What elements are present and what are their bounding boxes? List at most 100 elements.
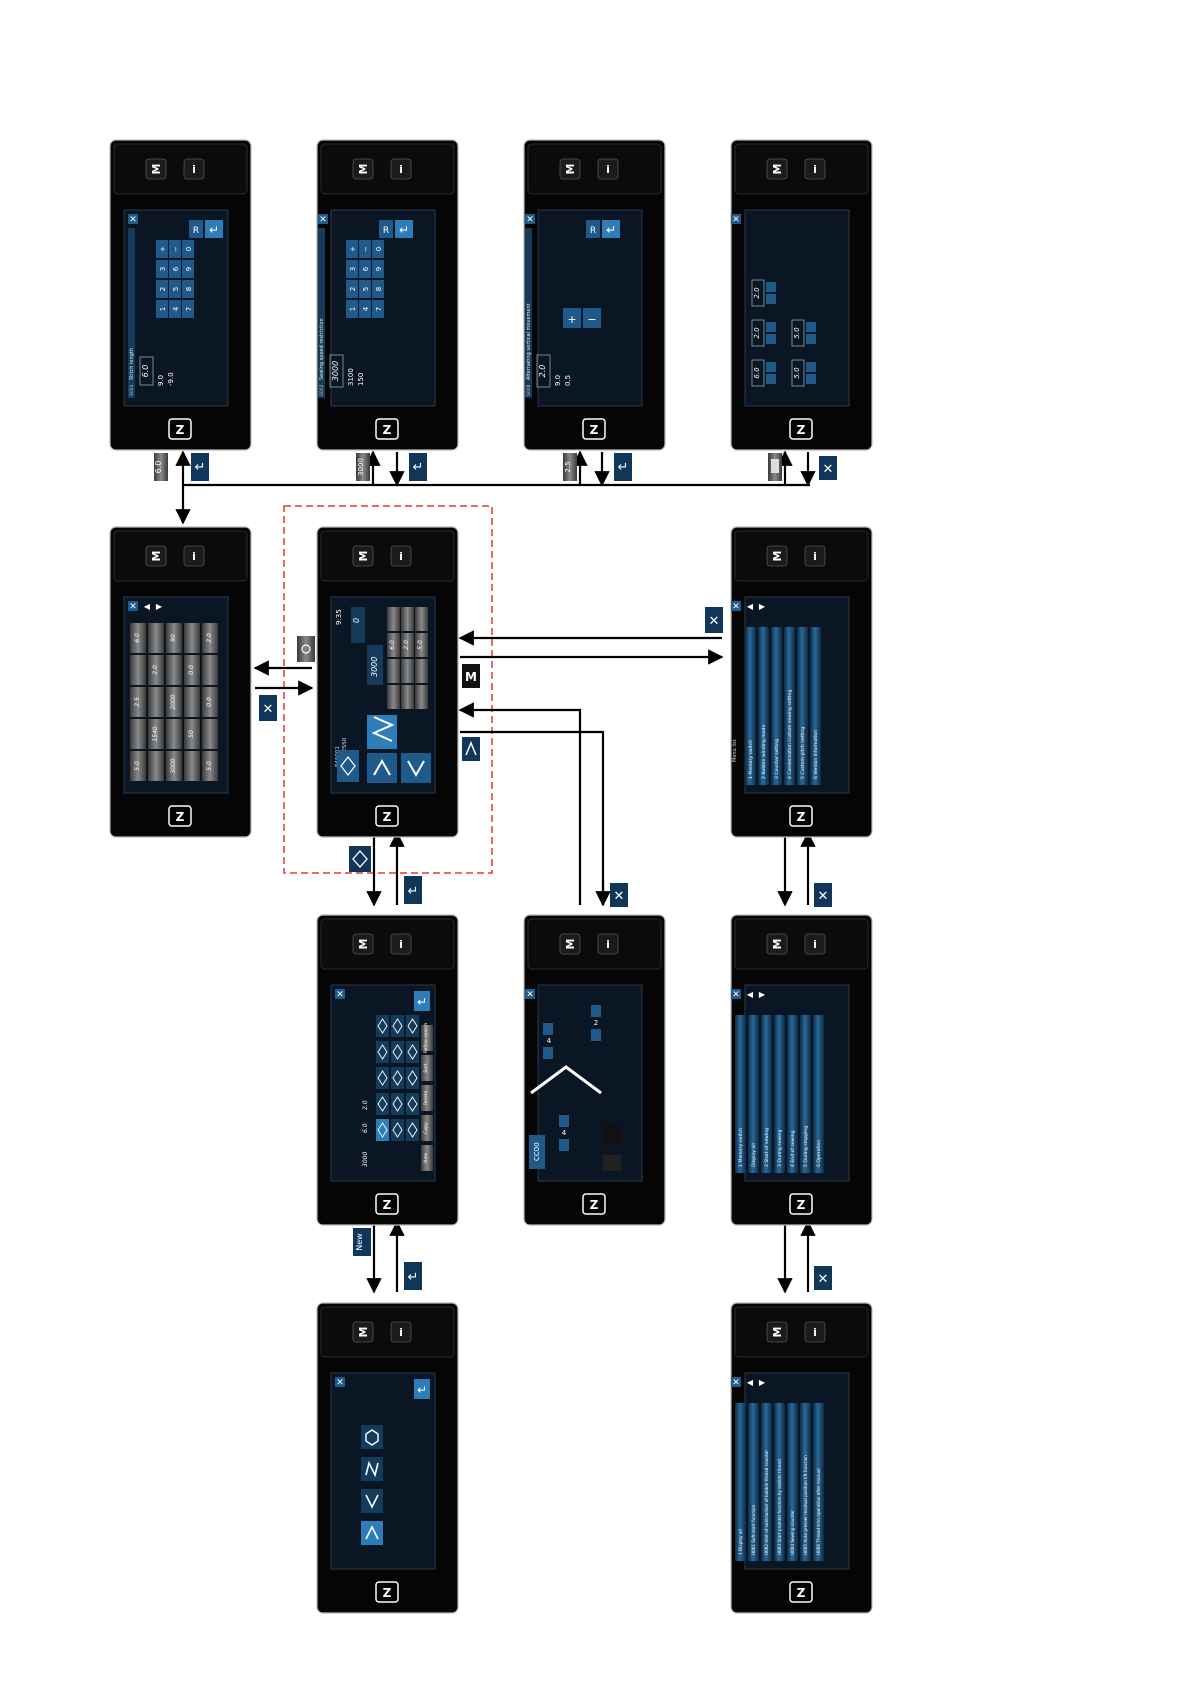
tension-cell[interactable]: 5.0 — [791, 319, 816, 347]
display-item[interactable]: U006 Thread trim operation after manual — [813, 1403, 824, 1561]
keypad-key[interactable]: 3 — [346, 260, 358, 278]
close-button[interactable] — [318, 214, 328, 224]
main-function-button[interactable] — [387, 659, 400, 683]
close-button[interactable] — [525, 989, 535, 999]
shortcut-button[interactable] — [148, 623, 164, 653]
shortcut-button[interactable] — [166, 655, 182, 685]
display-item[interactable]: U003 Start prohibit function by bobbin t… — [774, 1403, 785, 1561]
enter-button[interactable] — [395, 220, 413, 238]
plus-button[interactable] — [563, 308, 581, 328]
keypad-key[interactable]: 1 — [346, 300, 358, 318]
pattern-action-button[interactable]: Delete — [421, 1085, 433, 1111]
plus-button[interactable] — [806, 374, 816, 384]
shortcut-button[interactable]: 5.0 — [130, 751, 146, 781]
menu-item[interactable]: 3 Counter setting — [771, 627, 782, 785]
shortcut-button[interactable]: 0.0 — [184, 655, 200, 685]
shortcut-button[interactable]: 3000 — [166, 751, 182, 781]
keypad-key[interactable]: 4 — [359, 300, 371, 318]
m-key[interactable]: M — [145, 158, 167, 180]
keypad-key[interactable]: 6 — [359, 260, 371, 278]
close-button[interactable] — [731, 601, 741, 611]
main-function-button[interactable]: 5.0 — [415, 633, 428, 657]
info-key[interactable]: i — [804, 158, 826, 180]
m-key[interactable]: M — [352, 158, 374, 180]
info-key[interactable]: i — [597, 158, 619, 180]
pattern-slot[interactable] — [391, 1067, 404, 1089]
main-function-button[interactable] — [387, 607, 400, 631]
minus-button[interactable] — [766, 362, 776, 372]
close-button[interactable] — [731, 1377, 741, 1387]
minus-button[interactable] — [806, 362, 816, 372]
keypad-key[interactable]: 0 — [372, 240, 384, 258]
keypad-key[interactable]: 6 — [169, 260, 181, 278]
zoom-button[interactable] — [603, 1155, 621, 1171]
menu-item[interactable]: 4 Condensation custom sewing setting — [784, 627, 795, 785]
reset-button[interactable] — [379, 220, 393, 238]
shortcut-button[interactable] — [202, 655, 218, 685]
keypad-key[interactable]: 8 — [372, 280, 384, 298]
tension-cell[interactable]: 5.0 — [791, 359, 816, 387]
shortcut-button[interactable] — [148, 687, 164, 717]
info-key[interactable]: i — [597, 933, 619, 955]
shortcut-button[interactable]: 5.0 — [202, 751, 218, 781]
pattern-slot[interactable] — [391, 1015, 404, 1037]
main-function-button[interactable] — [401, 685, 414, 709]
pattern-slot[interactable] — [406, 1015, 419, 1037]
minus-button[interactable] — [583, 308, 601, 328]
keypad-key[interactable]: 1 — [156, 300, 168, 318]
pattern-slot[interactable] — [376, 1119, 389, 1141]
enter-button[interactable] — [414, 991, 430, 1011]
speed-readout[interactable]: 3000 — [367, 645, 383, 685]
display-item[interactable]: U001 Soft-start function — [748, 1403, 759, 1561]
shortcut-button[interactable]: 0.0 — [202, 687, 218, 717]
close-button[interactable] — [335, 989, 345, 999]
shortcut-button[interactable]: 6.0 — [130, 623, 146, 653]
pattern-slot[interactable] — [376, 1015, 389, 1037]
pattern-action-button[interactable]: New — [421, 1145, 433, 1171]
shortcut-button[interactable] — [184, 623, 200, 653]
close-button[interactable] — [731, 989, 741, 999]
m-key[interactable]: M — [766, 1321, 788, 1343]
shortcut-button[interactable]: 2.5 — [130, 687, 146, 717]
menu-item[interactable]: 2 Bobbin winding mode — [758, 627, 769, 785]
close-button[interactable] — [335, 1377, 345, 1387]
main-function-button[interactable] — [387, 685, 400, 709]
keypad-key[interactable]: 7 — [182, 300, 194, 318]
shortcut-button[interactable]: 50 — [184, 719, 200, 749]
keypad-key[interactable]: 5 — [359, 280, 371, 298]
keypad-key[interactable]: 2 — [156, 280, 168, 298]
keypad-key[interactable]: 7 — [372, 300, 384, 318]
shortcut-button[interactable] — [130, 719, 146, 749]
close-button[interactable] — [525, 214, 535, 224]
pattern-slot[interactable] — [406, 1119, 419, 1141]
tension-cell[interactable]: 6.0 — [751, 359, 776, 387]
pattern-type-2[interactable] — [361, 1489, 383, 1513]
m-key[interactable]: M — [352, 1321, 374, 1343]
shortcut-button[interactable] — [166, 719, 182, 749]
info-key[interactable]: i — [390, 933, 412, 955]
reset-button[interactable] — [189, 220, 203, 238]
memory-item[interactable]: 6 Operation — [813, 1015, 824, 1173]
m-key[interactable]: M — [559, 158, 581, 180]
main-function-button[interactable]: 2.0 — [401, 633, 414, 657]
keypad-key[interactable]: − — [169, 240, 181, 258]
pattern-type-1[interactable] — [361, 1521, 383, 1545]
m-key[interactable]: M — [766, 545, 788, 567]
minus-button[interactable] — [766, 282, 776, 292]
pattern-slot[interactable] — [391, 1119, 404, 1141]
keypad-key[interactable]: 9 — [372, 260, 384, 278]
keypad-key[interactable]: + — [156, 240, 168, 258]
keypad-key[interactable]: 4 — [169, 300, 181, 318]
up-c[interactable] — [591, 1005, 601, 1017]
pattern-action-button[interactable]: Copy — [421, 1115, 433, 1141]
shortcut-button[interactable]: 90 — [166, 623, 182, 653]
minus-button[interactable] — [806, 322, 816, 332]
shortcut-button[interactable]: 2.0 — [202, 623, 218, 653]
pattern-slot[interactable] — [376, 1067, 389, 1089]
pattern-slot[interactable] — [406, 1041, 419, 1063]
m-key[interactable]: M — [352, 545, 374, 567]
pattern-select-button[interactable] — [337, 750, 359, 782]
main-function-button[interactable] — [401, 659, 414, 683]
minus-button[interactable] — [766, 322, 776, 332]
m-key[interactable]: M — [559, 933, 581, 955]
